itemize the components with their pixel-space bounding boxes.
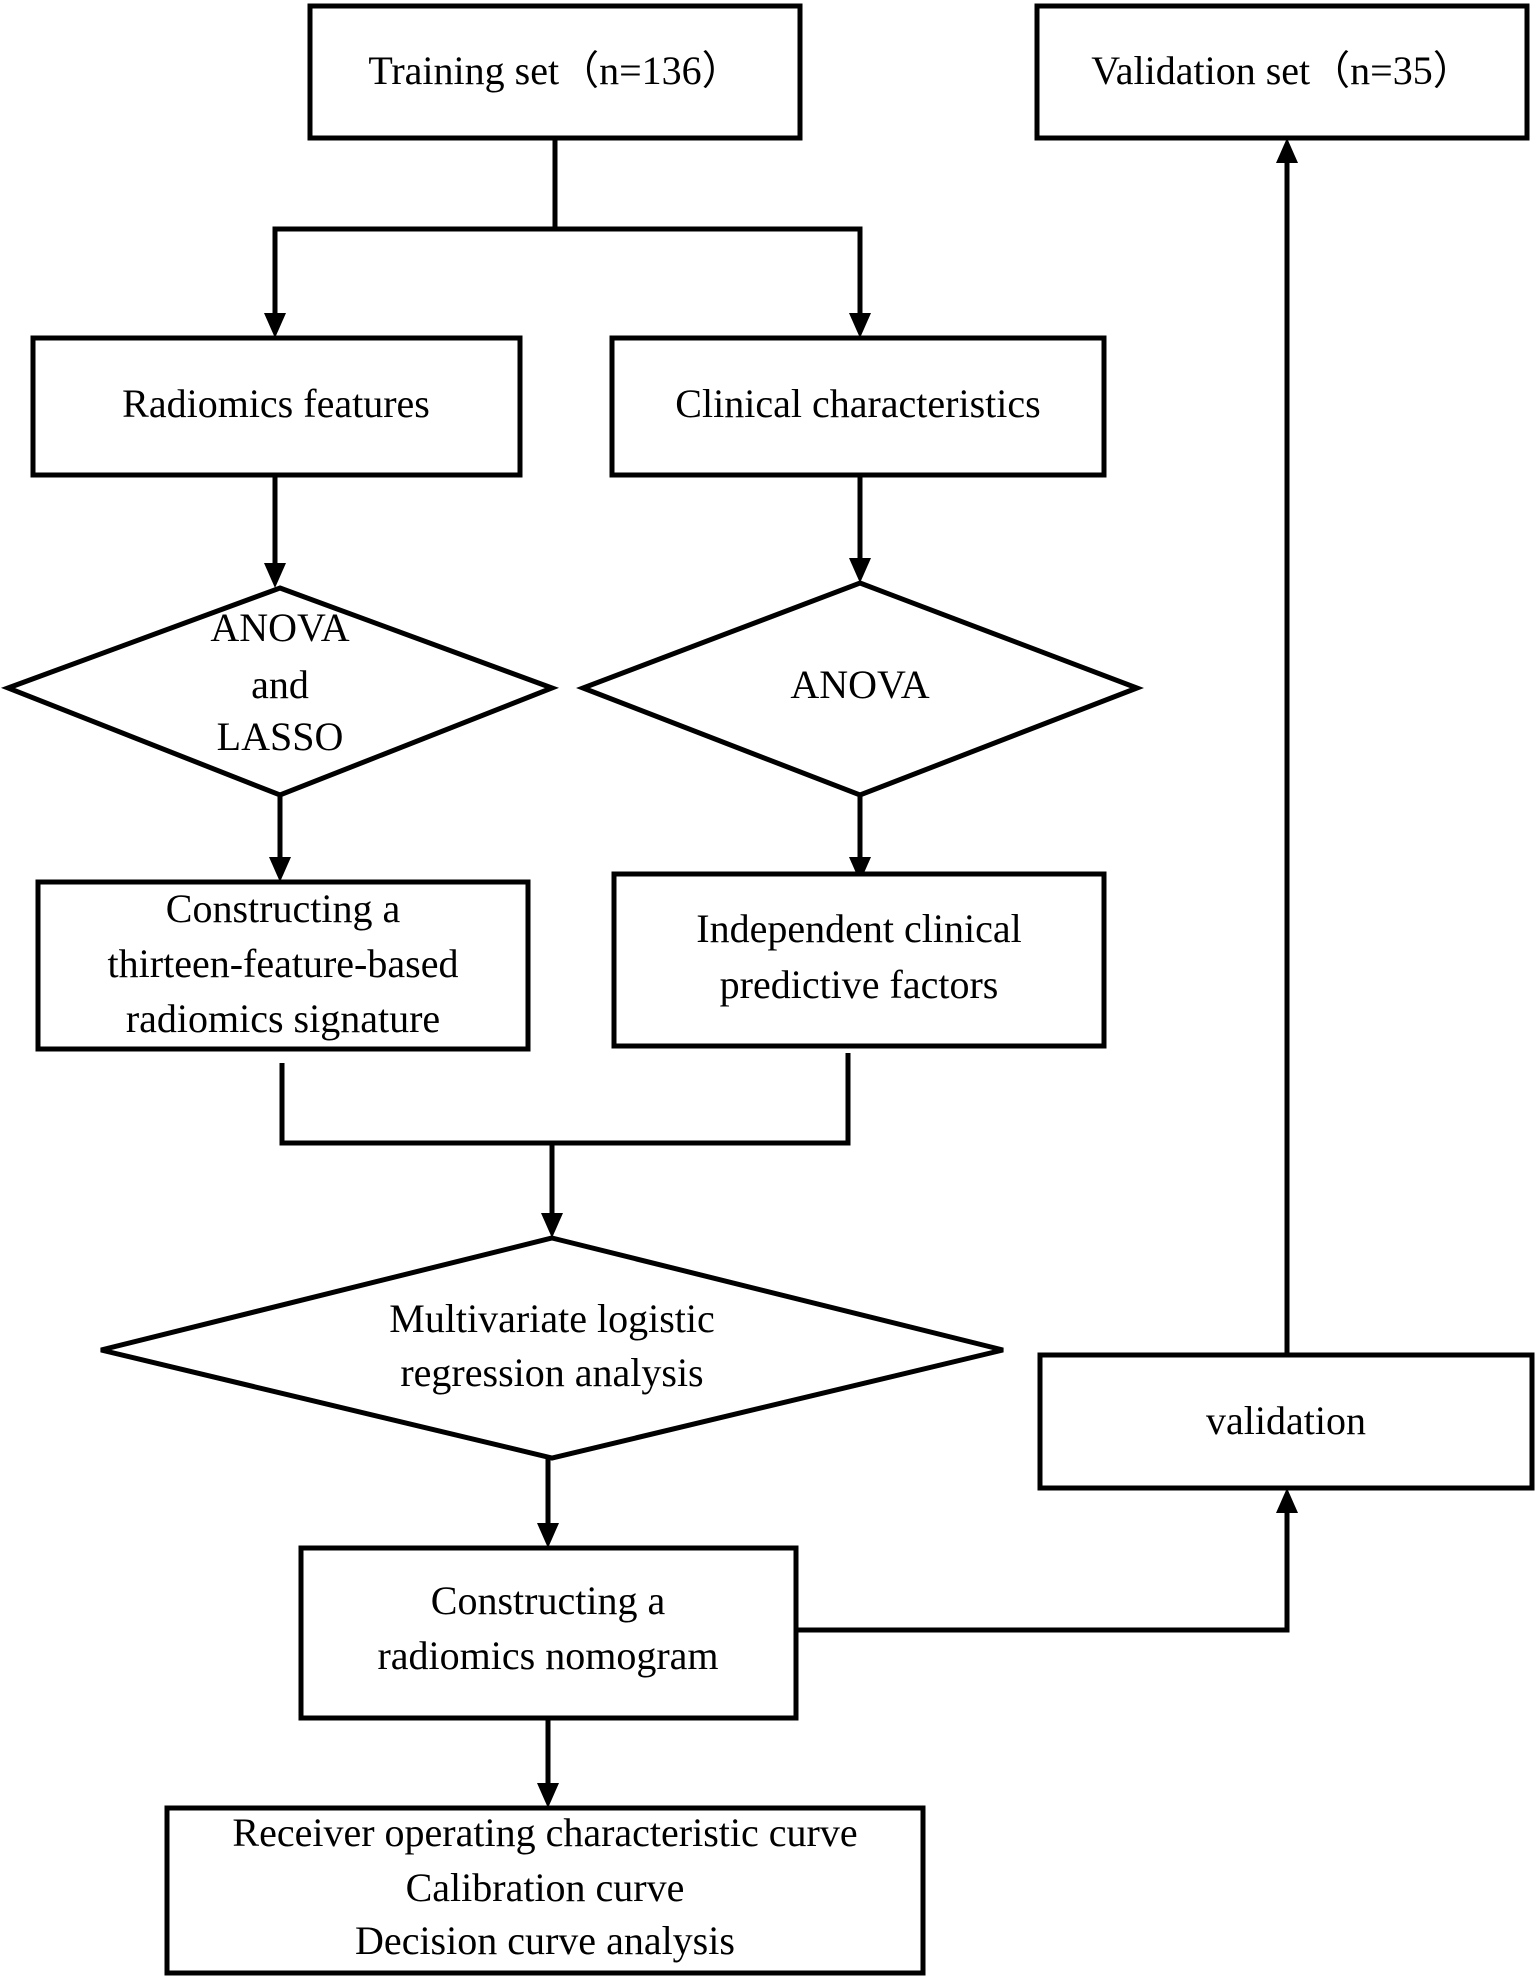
anova-lasso-line-3: LASSO bbox=[217, 714, 344, 759]
arrowhead-down-regression bbox=[541, 1213, 563, 1238]
radiomics-features-label: Radiomics features bbox=[122, 381, 430, 426]
arrowhead-down-signature bbox=[269, 857, 291, 882]
validation-set-label: Validation set（n=35） bbox=[1091, 48, 1472, 93]
arrowhead-down-factors bbox=[849, 857, 871, 882]
connector-merge bbox=[279, 1053, 851, 1146]
training-set-label: Training set（n=136） bbox=[368, 48, 741, 93]
node-evaluation: Receiver operating characteristic curve … bbox=[164, 1805, 926, 1976]
node-radiomics-features: Radiomics features bbox=[30, 335, 523, 478]
anova-lasso-line-2: and bbox=[251, 662, 309, 707]
evaluation-line-3: Decision curve analysis bbox=[355, 1918, 735, 1963]
arrowhead-up-validation-set bbox=[1276, 138, 1298, 163]
connector-training-split bbox=[272, 138, 558, 318]
node-validation: validation bbox=[1037, 1352, 1535, 1491]
validation-label: validation bbox=[1206, 1398, 1366, 1443]
arrowhead-down-clinical bbox=[849, 313, 871, 338]
node-training-set: Training set（n=136） bbox=[307, 3, 803, 141]
node-nomogram: Constructing a radiomics nomogram bbox=[298, 1545, 799, 1721]
node-validation-set: Validation set（n=35） bbox=[1034, 3, 1530, 141]
node-clinical-characteristics: Clinical characteristics bbox=[609, 335, 1107, 478]
arrowhead-down-evaluation bbox=[537, 1783, 559, 1808]
node-radiomics-signature: Constructing a thirteen-feature-based ra… bbox=[35, 879, 531, 1052]
connector-nomogram-to-validation bbox=[796, 1508, 1290, 1633]
connectors bbox=[272, 138, 1290, 1788]
clinical-factors-line-2: predictive factors bbox=[720, 962, 999, 1007]
nomogram-line-2: radiomics nomogram bbox=[377, 1633, 718, 1678]
logistic-regression-line-2: regression analysis bbox=[400, 1350, 703, 1395]
logistic-regression-line-1: Multivariate logistic bbox=[389, 1296, 715, 1341]
arrowhead-up-validation bbox=[1276, 1488, 1298, 1513]
nomogram-line-1: Constructing a bbox=[431, 1578, 666, 1623]
evaluation-line-1: Receiver operating characteristic curve bbox=[232, 1810, 857, 1855]
clinical-characteristics-label: Clinical characteristics bbox=[675, 381, 1040, 426]
anova-lasso-line-1: ANOVA bbox=[210, 605, 349, 650]
evaluation-line-2: Calibration curve bbox=[406, 1865, 685, 1910]
radiomics-signature-line-3: radiomics signature bbox=[126, 996, 440, 1041]
node-anova-lasso: ANOVA and LASSO bbox=[0, 585, 560, 798]
radiomics-signature-line-1: Constructing a bbox=[166, 886, 401, 931]
radiomics-signature-line-2: thirteen-feature-based bbox=[108, 941, 459, 986]
arrowhead-down-anova bbox=[849, 558, 871, 583]
node-clinical-factors: Independent clinical predictive factors bbox=[611, 871, 1107, 1049]
node-anova: ANOVA bbox=[576, 580, 1144, 798]
arrowhead-down-nomogram bbox=[537, 1523, 559, 1548]
node-logistic-regression: Multivariate logistic regression analysi… bbox=[100, 1235, 1004, 1461]
connector-training-to-clinical bbox=[555, 226, 863, 318]
arrowhead-down-radiomics bbox=[264, 313, 286, 338]
arrowhead-down-anova-lasso bbox=[264, 563, 286, 588]
clinical-factors-line-1: Independent clinical bbox=[696, 906, 1021, 951]
anova-label: ANOVA bbox=[790, 662, 929, 707]
arrowheads bbox=[264, 138, 1298, 1808]
